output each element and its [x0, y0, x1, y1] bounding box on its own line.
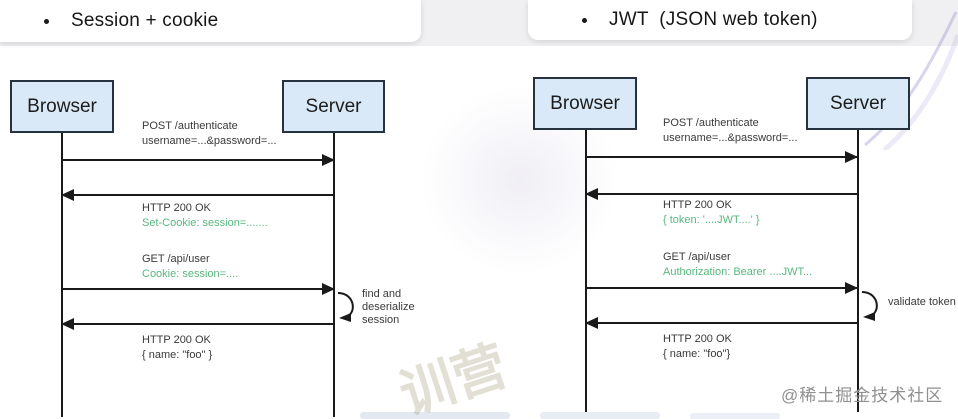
message-line1: HTTP 200 OK [142, 202, 211, 214]
message-line1: HTTP 200 OK [663, 199, 732, 211]
server-note: validate token [888, 296, 956, 308]
message-label: HTTP 200 OK { token: '....JWT....' } [663, 198, 760, 228]
message-arrow-right [586, 151, 858, 163]
message-line2: Cookie: session=.... [142, 268, 239, 280]
message-label: POST /authenticate username=...&password… [142, 119, 277, 149]
message-label: HTTP 200 OK { name: "foo"} [663, 332, 732, 362]
watermark-strip [540, 412, 660, 419]
arrowhead-icon [61, 189, 74, 201]
server-note: find and deserialize session [362, 288, 415, 326]
lifeline-server [333, 133, 335, 417]
bullet-icon [582, 17, 587, 23]
lifeline-browser [585, 130, 587, 412]
actor-box-server: Server [282, 80, 385, 133]
self-loop-arrow [337, 292, 354, 322]
message-arrow-left [585, 317, 857, 329]
message-arrow-left [61, 189, 334, 201]
message-line1: POST /authenticate [663, 117, 759, 129]
message-line2: Set-Cookie: session=....... [142, 217, 268, 229]
message-line1: HTTP 200 OK [663, 333, 732, 345]
message-line2: username=...&password=... [142, 135, 277, 147]
message-line2: { name: "foo"} [663, 348, 731, 360]
message-arrow-right [62, 283, 335, 295]
page-title-left: Session + cookie [71, 10, 219, 31]
message-line2: Authorization: Bearer ....JWT... [663, 266, 813, 278]
message-line2: username=...&password=... [663, 132, 798, 144]
watermark-corner-curve [864, 11, 958, 150]
actor-box-browser: Browser [533, 77, 637, 130]
title-card-jwt: JWT (JSON web token) [528, 0, 912, 40]
message-arrow-right [586, 282, 858, 294]
message-line1: HTTP 200 OK [142, 334, 211, 346]
message-line1: GET /api/user [142, 253, 210, 265]
watermark-strip [690, 413, 780, 419]
arrowhead-icon [585, 188, 598, 200]
watermark-strip [360, 412, 510, 419]
message-label: GET /api/user Authorization: Bearer ....… [663, 250, 812, 280]
arrowhead-icon [845, 282, 858, 294]
message-line2: { token: '....JWT....' } [663, 214, 760, 226]
message-label: HTTP 200 OK Set-Cookie: session=....... [142, 201, 268, 231]
actor-box-server: Server [806, 77, 910, 130]
self-loop-arrow [861, 291, 878, 321]
arrowhead-icon [61, 318, 74, 330]
bullet-icon [44, 18, 49, 24]
arrowhead-icon [322, 154, 335, 166]
arrowhead-icon [845, 151, 858, 163]
message-line1: POST /authenticate [142, 120, 238, 132]
arrowhead-icon [585, 317, 598, 329]
message-label: POST /authenticate username=...&password… [663, 116, 798, 146]
lifeline-browser [61, 133, 63, 417]
message-arrow-right [62, 154, 335, 166]
message-label: HTTP 200 OK { name: "foo" } [142, 333, 212, 363]
message-label: GET /api/user Cookie: session=.... [142, 252, 238, 282]
message-line2: { name: "foo" } [142, 349, 213, 361]
watermark-ghost-text: 训营 [393, 335, 515, 419]
message-arrow-left [61, 318, 334, 330]
message-arrow-left [585, 188, 857, 200]
lifeline-server [857, 130, 859, 412]
message-line1: GET /api/user [663, 251, 731, 263]
page-title-right: JWT (JSON web token) [609, 9, 818, 30]
arrowhead-icon [322, 283, 335, 295]
actor-box-browser: Browser [10, 80, 114, 133]
credit-watermark: @稀土掘金技术社区 [781, 386, 944, 405]
title-card-session-cookie: Session + cookie [0, 0, 421, 42]
